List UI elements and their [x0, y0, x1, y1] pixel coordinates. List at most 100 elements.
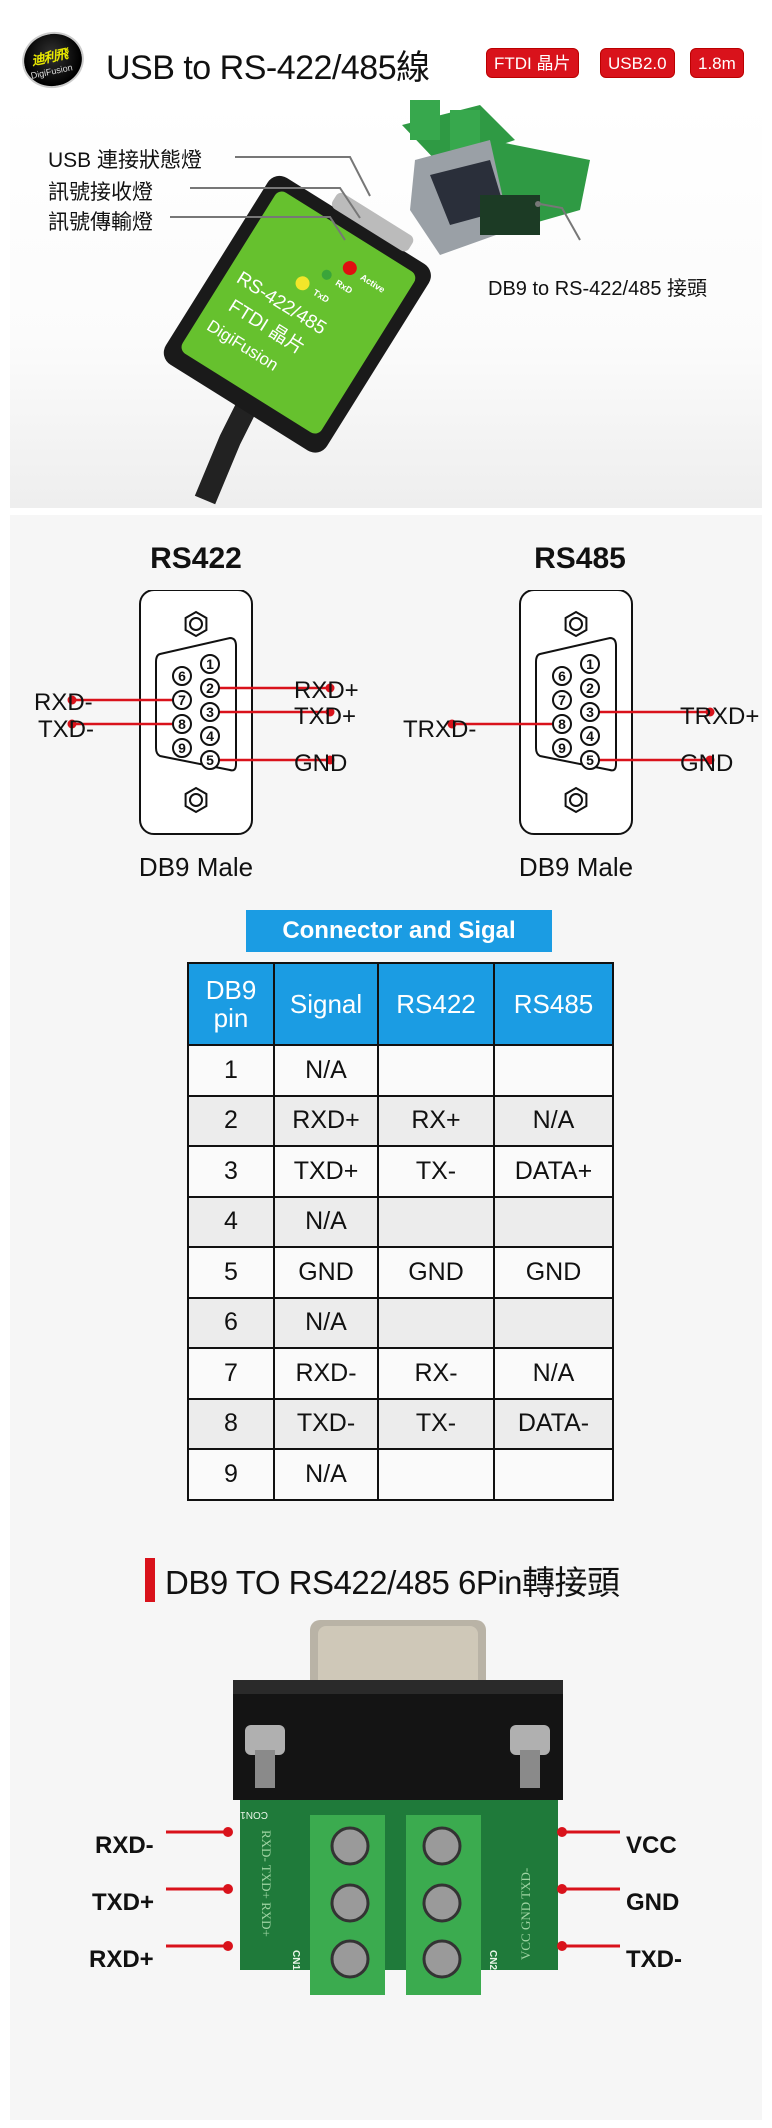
rs485-cell: [493, 1044, 614, 1097]
pin-circle: [580, 726, 600, 746]
pin-circle: [172, 690, 192, 710]
pin-circle: [580, 750, 600, 770]
rs485-cell: DATA-: [493, 1397, 614, 1450]
pin-cell: 2: [187, 1094, 275, 1147]
pin-circle: [200, 702, 220, 722]
lead-dot: [557, 1941, 567, 1951]
pin-cell: 6: [187, 1296, 275, 1349]
silkscreen-con1: CON1: [240, 1809, 268, 1820]
callout-tx-led: 訊號傳輸燈: [48, 211, 153, 234]
led-active-icon: [342, 261, 357, 276]
callout-adapter: DB9 to RS-422/485 接頭: [488, 278, 707, 300]
badge-cable-length: 1.8m: [690, 48, 744, 78]
badge-chipset: FTDI 晶片: [486, 48, 579, 78]
lead-label-gnd: GND: [626, 1889, 680, 1916]
pin-number: 8: [558, 716, 566, 732]
rs485-title: RS485: [534, 542, 626, 575]
rs422-title: RS422: [150, 542, 242, 575]
lead-label-rxd-minus: RXD-: [95, 1832, 154, 1859]
rs422-label-pin5: GND: [294, 750, 348, 777]
lead-dot: [223, 1884, 233, 1894]
pin-number: 5: [206, 752, 214, 768]
rs422-label-pin3: TXD+: [294, 703, 357, 730]
rs485-label-pin3: TRXD+: [680, 703, 760, 730]
adapter-section-title: DB9 TO RS422/485 6Pin轉接頭: [165, 1564, 620, 1601]
pin-circle: [580, 678, 600, 698]
signal-cell: N/A: [273, 1296, 379, 1349]
pin-number: 4: [586, 728, 594, 744]
lead-dot: [223, 1827, 233, 1837]
rs485-cell: DATA+: [493, 1145, 614, 1198]
hex-nut-icon: [564, 610, 588, 638]
pin-number: 3: [586, 704, 594, 720]
silkscreen-right-text: VCC GND TXD-: [518, 1868, 533, 1960]
rs485-cell: [493, 1448, 614, 1501]
pin-circle: [172, 738, 192, 758]
hex-nut-icon: [564, 786, 588, 814]
pin-circle: [552, 738, 572, 758]
silkscreen-cn1: CN1: [290, 1950, 301, 1970]
lead-label-txd-minus: TXD-: [626, 1946, 682, 1973]
signal-cell: TXD+: [273, 1145, 379, 1198]
pin-number: 9: [178, 740, 186, 756]
db9-shell: [535, 636, 617, 772]
page-header: 迪利飛 DigiFusion USB to RS-422/485線 FTDI 晶…: [0, 0, 772, 100]
pin-number: 4: [206, 728, 214, 744]
rs485-cell: [493, 1195, 614, 1248]
section-accent-bar: [145, 1558, 155, 1602]
rs422-cell: [377, 1448, 495, 1501]
pin-cell: 1: [187, 1044, 275, 1097]
pin-circle: [552, 714, 572, 734]
lead-label-vcc: VCC: [626, 1832, 677, 1859]
product-illustration: Active RxD TxD RS-422/485 FTDI 晶片 DigiFu…: [163, 100, 590, 505]
lead-label-txd-plus: TXD+: [92, 1889, 155, 1916]
pin-number: 6: [178, 668, 186, 684]
rs485-label-pin5: GND: [680, 750, 734, 777]
db9-adapter-photo: [402, 100, 590, 255]
rs422-label-pin7: RXD-: [34, 689, 93, 716]
pin-number: 1: [206, 656, 214, 672]
product-photo-section: Active RxD TxD RS-422/485 FTDI 晶片 DigiFu…: [10, 100, 762, 508]
pin-circle: [552, 690, 572, 710]
rs422-cell: [377, 1044, 495, 1097]
pin-circle: [580, 654, 600, 674]
badge-usb-version: USB2.0: [600, 48, 675, 78]
rs485-cell: N/A: [493, 1347, 614, 1400]
rs422-cell: [377, 1195, 495, 1248]
pin-circle: [200, 654, 220, 674]
header-rs485: RS485: [493, 962, 614, 1046]
rs422-cell: TX-: [377, 1145, 495, 1198]
pin-cell: 8: [187, 1397, 275, 1450]
pin-number: 7: [558, 692, 566, 708]
rs422-cell: [377, 1296, 495, 1349]
pin-cell: 4: [187, 1195, 275, 1248]
signal-cell: N/A: [273, 1448, 379, 1501]
led-rxd-icon: [321, 269, 332, 280]
signal-cell: N/A: [273, 1044, 379, 1097]
rs422-cell: TX-: [377, 1397, 495, 1450]
rs422-cell: GND: [377, 1246, 495, 1299]
rs485-cell: [493, 1296, 614, 1349]
rs422-cell: RX+: [377, 1094, 495, 1147]
pin-wire-dot: [325, 707, 335, 717]
signal-cell: GND: [273, 1246, 379, 1299]
pin-circle: [172, 666, 192, 686]
silkscreen-cn2: CN2: [487, 1950, 498, 1970]
rs485-label-pin8: TRXD-: [403, 716, 477, 743]
product-title: USB to RS-422/485線: [106, 49, 430, 87]
pin-wire-dot: [705, 707, 715, 717]
rs422-label-pin2: RXD+: [294, 677, 359, 704]
adapter-green-label: [181, 191, 416, 434]
pin-wire-dot: [67, 695, 77, 705]
callout-rx-led: 訊號接收燈: [48, 181, 153, 204]
